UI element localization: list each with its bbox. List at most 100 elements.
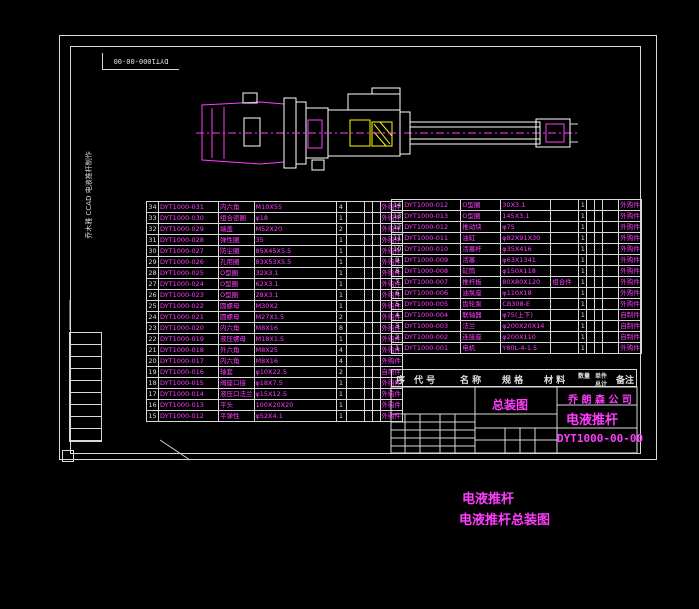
bom-cell-name: 内六角	[218, 201, 255, 213]
bom-cell-note: 外购件	[618, 243, 642, 255]
bom-cell-code: DYT1000-012	[158, 410, 219, 422]
bom-cell-mat	[550, 232, 580, 244]
bom-cell-name: 圆螺母	[218, 311, 255, 323]
bom-cell-empty	[345, 322, 365, 334]
bom-cell-mat	[550, 331, 580, 343]
bom-cell-mat	[550, 210, 580, 222]
bom-cell-name: O型圈	[218, 278, 255, 290]
bom-cell-empty	[602, 210, 620, 222]
bom-cell-code: DYT1000-024	[158, 278, 219, 290]
bom-cell-name: 组合密圈	[218, 212, 255, 224]
bom-cell-empty	[363, 344, 373, 356]
bom-cell-empty	[363, 322, 373, 334]
bom-cell-empty	[602, 265, 620, 277]
bom-cell-qty: 1	[335, 278, 347, 290]
bom-cell-spec: φ63X1341	[500, 254, 552, 266]
bom-cell-spec: 83X53X5.5	[253, 256, 337, 268]
bom-cell-qty: 1	[578, 254, 588, 266]
bom-cell-no: 16	[146, 399, 159, 411]
bom-cell-qty: 1	[335, 333, 347, 345]
bom-cell-code: DYT1000-027	[158, 245, 219, 257]
bom-cell-empty	[363, 399, 373, 411]
leader-lines	[69, 300, 191, 461]
bom-cell-empty	[363, 311, 373, 323]
bom-cell-no: 11	[390, 232, 404, 244]
bom-cell-empty	[371, 322, 381, 334]
bom-cell-name: O型圈	[460, 199, 502, 211]
bom-cell-no: 14	[390, 199, 404, 211]
bom-cell-empty	[586, 287, 596, 299]
drawing-name: 总装图	[492, 398, 529, 412]
bom-cell-spec: 145X3.1	[500, 210, 552, 222]
bom-cell-code: DYT1000-018	[158, 344, 219, 356]
bom-cell-name: 联轴器	[460, 309, 502, 321]
bom-cell-name: 连接座	[460, 331, 502, 343]
header-spec: 规 格	[502, 376, 524, 386]
bom-cell-code: DYT1000-002	[402, 331, 462, 343]
bom-cell-code: DYT1000-016	[158, 366, 219, 378]
bom-cell-qty: 1	[335, 267, 347, 279]
bom-cell-code: DYT1000-022	[158, 300, 219, 312]
bom-cell-no: 27	[146, 278, 159, 290]
bom-cell-spec: M30X2	[253, 300, 337, 312]
bom-cell-empty	[363, 289, 373, 301]
bom-cell-no: 20	[146, 355, 159, 367]
bom-cell-qty: 2	[335, 366, 347, 378]
bom-cell-code: DYT1000-012	[402, 199, 462, 211]
bom-cell-code: DYT1000-020	[158, 322, 219, 334]
drawing-sheet-border	[59, 35, 657, 460]
bom-cell-empty	[363, 366, 373, 378]
bom-cell-spec: M8X25	[253, 344, 337, 356]
bom-cell-empty	[586, 232, 596, 244]
bom-cell-spec: M27X1.5	[253, 311, 337, 323]
bom-cell-qty: 1	[335, 300, 347, 312]
bom-cell-empty	[371, 399, 381, 411]
bom-cell-no: 15	[146, 410, 159, 422]
bom-cell-name: 活塞	[460, 254, 502, 266]
bom-cell-code: DYT1000-021	[158, 311, 219, 323]
bom-cell-note: 外购件	[618, 276, 642, 288]
bom-cell-mat	[550, 265, 580, 277]
bom-cell-no: 4	[390, 309, 404, 321]
bom-cell-spec: φ35X416	[500, 243, 552, 255]
bom-cell-empty	[363, 212, 373, 224]
header-qty: 数量	[578, 373, 591, 380]
bom-cell-empty	[363, 333, 373, 345]
bom-cell-no: 32	[146, 223, 159, 235]
bom-cell-spec: φ18X7.5	[253, 377, 337, 389]
bom-cell-empty	[371, 278, 381, 290]
bom-cell-spec: M52X20	[253, 223, 337, 235]
bom-cell-code: DYT1000-006	[402, 287, 462, 299]
bom-cell-empty	[602, 331, 620, 343]
bom-cell-qty: 1	[578, 199, 588, 211]
bom-cell-code: DYT1000-008	[402, 265, 462, 277]
bom-cell-qty: 1	[578, 243, 588, 255]
motor-terminal	[243, 117, 261, 147]
bom-cell-code: DYT1000-028	[158, 234, 219, 246]
bom-cell-empty	[371, 355, 381, 367]
bom-cell-name: 外六角	[218, 344, 255, 356]
header-name: 名 称	[460, 376, 482, 386]
bom-cell-name: 推杆板	[460, 276, 502, 288]
bom-cell-no: 18	[146, 377, 159, 389]
bom-cell-empty	[594, 254, 604, 266]
bom-cell-qty: 1	[335, 245, 347, 257]
bom-cell-note: 自制件	[618, 331, 642, 343]
bom-cell-name: 活塞杆	[460, 243, 502, 255]
bom-cell-empty	[602, 342, 620, 354]
bom-cell-qty: 1	[578, 221, 588, 233]
bom-cell-no: 12	[390, 221, 404, 233]
bom-cell-no: 33	[146, 212, 159, 224]
bom-cell-empty	[345, 223, 365, 235]
